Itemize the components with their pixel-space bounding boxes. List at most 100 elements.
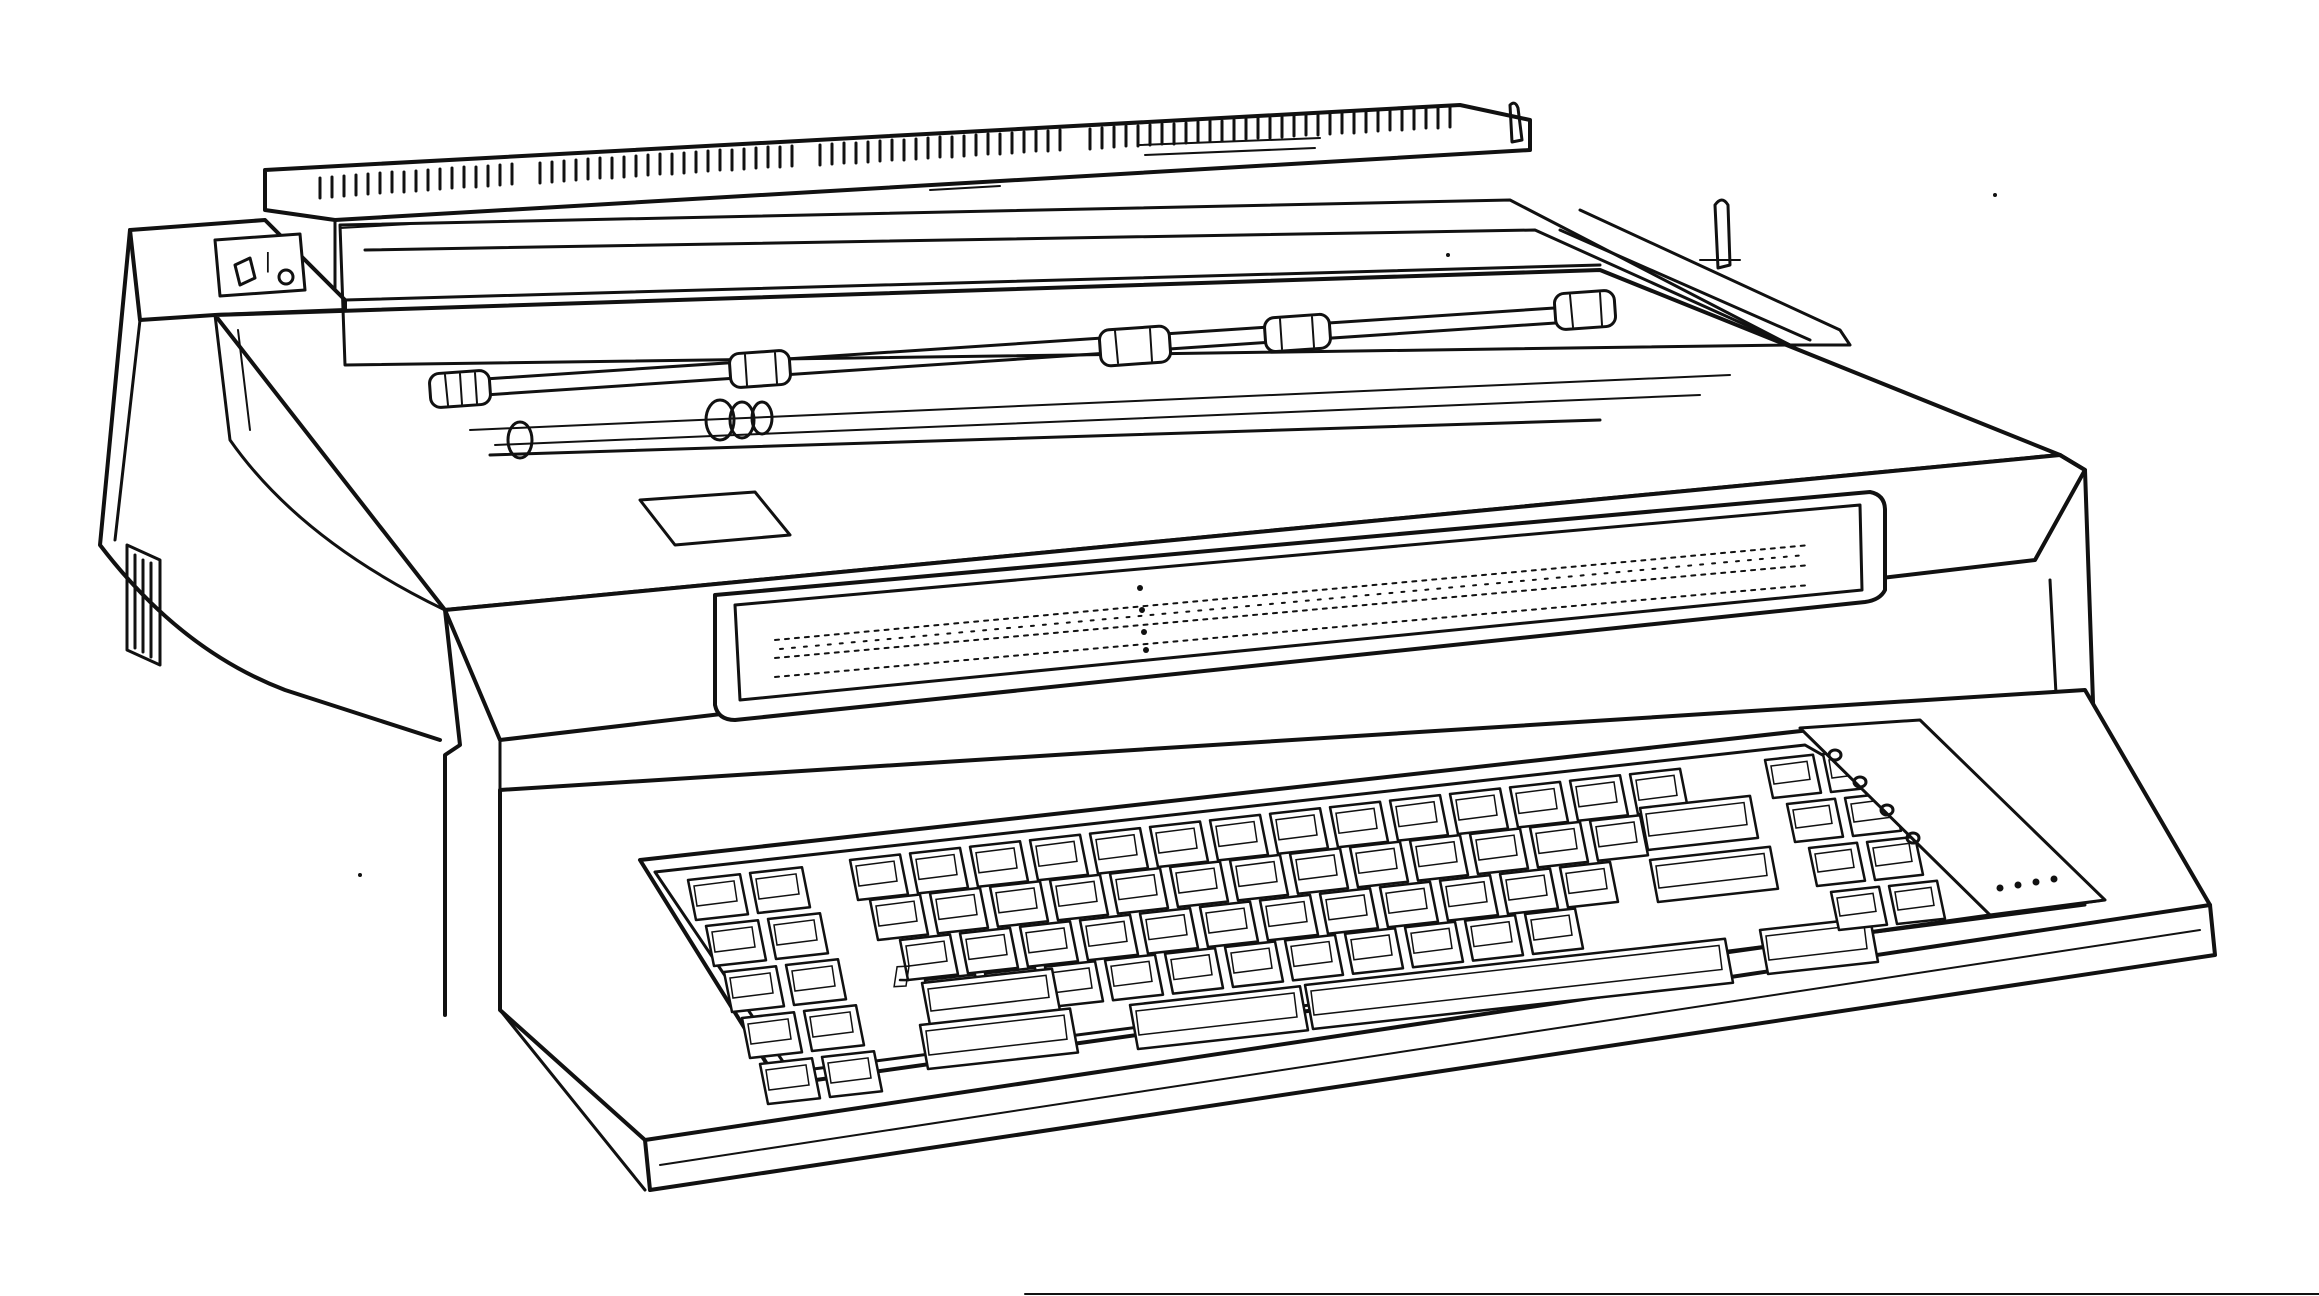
cursor-key[interactable] [1763,753,1823,800]
keyboard-key[interactable] [1343,927,1405,976]
keyboard-key[interactable] [1558,860,1620,909]
keyboard-key[interactable] [958,926,1020,975]
cursor-key[interactable] [1887,879,1947,926]
keyboard-key[interactable] [1388,793,1450,842]
keyboard-key[interactable] [1028,833,1090,882]
function-key[interactable] [766,912,830,961]
keyboard-key[interactable] [1268,807,1330,856]
keyboard-key[interactable] [1283,933,1345,982]
function-key[interactable] [704,919,768,968]
power-off-icon [277,268,295,286]
cursor-key[interactable] [1807,841,1867,888]
side-vent-grille [125,543,162,667]
bail-roller [428,369,492,409]
function-key[interactable] [722,965,786,1014]
keyboard-key[interactable] [1223,940,1285,989]
function-key[interactable] [686,873,750,922]
cursor-key[interactable] [1829,885,1889,932]
display-window [713,490,1887,722]
indicator-light [1827,748,1843,762]
keyboard-key[interactable] [1088,826,1150,875]
keyboard-key[interactable] [1468,827,1530,876]
indicator-light [1879,803,1895,817]
keyboard-key[interactable] [898,933,960,982]
keyboard-key[interactable] [1168,860,1230,909]
keyboard-key[interactable] [1498,867,1560,916]
keyboard-key[interactable] [1228,853,1290,902]
space-bar[interactable] [1303,937,1735,1031]
keyboard-key[interactable] [1103,953,1165,1002]
status-dot [2014,881,2022,889]
keyboard-key[interactable] [1448,787,1510,836]
page-marks [358,193,2319,1295]
keyboard-key[interactable] [1258,893,1320,942]
keyboard-key[interactable] [1048,873,1110,922]
function-key[interactable] [740,1011,804,1060]
cover-vent-slots [318,105,1452,200]
top-cover [263,103,1532,292]
display-character-rows [774,544,1811,678]
function-key[interactable] [784,958,848,1007]
power-switch[interactable]: | [213,232,307,298]
keyboard-key[interactable] [1588,814,1650,863]
keyboard-key[interactable] [868,893,930,942]
keyboard-key[interactable] [1408,833,1470,882]
keyboard-key[interactable] [988,880,1050,929]
keyboard-key[interactable] [1108,866,1170,915]
cursor-key[interactable] [1785,797,1845,844]
modifier-key[interactable] [1758,916,1880,976]
modifier-key[interactable] [918,1007,1080,1071]
keyboard-key[interactable] [1018,920,1080,969]
keyboard-key[interactable] [1438,873,1500,922]
keyboard-key[interactable] [848,853,910,902]
power-on-glyph: | [265,248,271,273]
keyboard-key[interactable] [1628,767,1690,816]
function-key[interactable] [748,866,812,915]
indicator-light [1905,831,1921,845]
keyboard-key[interactable] [1348,840,1410,889]
keyboard-key[interactable] [1148,820,1210,869]
keyboard-key[interactable] [1378,880,1440,929]
function-key[interactable] [758,1057,822,1106]
keyboard-key[interactable] [1138,906,1200,955]
keyboard-key[interactable] [893,965,910,988]
keyboard-key[interactable] [1318,887,1380,936]
paper-bail-bar[interactable] [428,289,1618,409]
status-dot [1996,884,2004,892]
cursor-marker [1137,585,1149,653]
return-key[interactable] [1638,794,1760,852]
indicator-lights [1827,748,1921,845]
keyboard-key[interactable] [928,886,990,935]
keyboard-key[interactable] [1463,913,1525,962]
cursor-key[interactable] [1865,835,1925,882]
keyboard-key[interactable] [1528,820,1590,869]
keyboard-key[interactable] [908,846,970,895]
status-dot [2032,878,2040,886]
function-key[interactable] [820,1050,884,1099]
keyboard-key[interactable] [1163,946,1225,995]
keyboard-key[interactable] [1328,800,1390,849]
function-panel [1798,718,2107,917]
keyboard-key[interactable] [1078,913,1140,962]
label-plate [638,490,792,547]
code-key[interactable] [1128,985,1310,1051]
shift-key[interactable] [1648,845,1780,904]
keyboard-key[interactable] [1523,907,1585,956]
keyboard-key[interactable] [1508,780,1570,829]
keyboard-key[interactable] [1198,900,1260,949]
paper-guide-arms[interactable] [1508,101,1741,270]
bail-roller [1263,312,1332,354]
status-dots [1996,875,2058,892]
keyboard-keys[interactable] [686,747,1947,1106]
keyboard-key[interactable] [1403,920,1465,969]
keyboard-key[interactable] [1288,847,1350,896]
status-dot [2050,875,2058,883]
keyboard-key[interactable] [1568,774,1630,823]
keyboard-key[interactable] [968,840,1030,889]
bail-roller [728,349,792,389]
keyboard-key[interactable] [1208,813,1270,862]
bail-roller [1552,289,1618,331]
function-key[interactable] [802,1004,866,1053]
